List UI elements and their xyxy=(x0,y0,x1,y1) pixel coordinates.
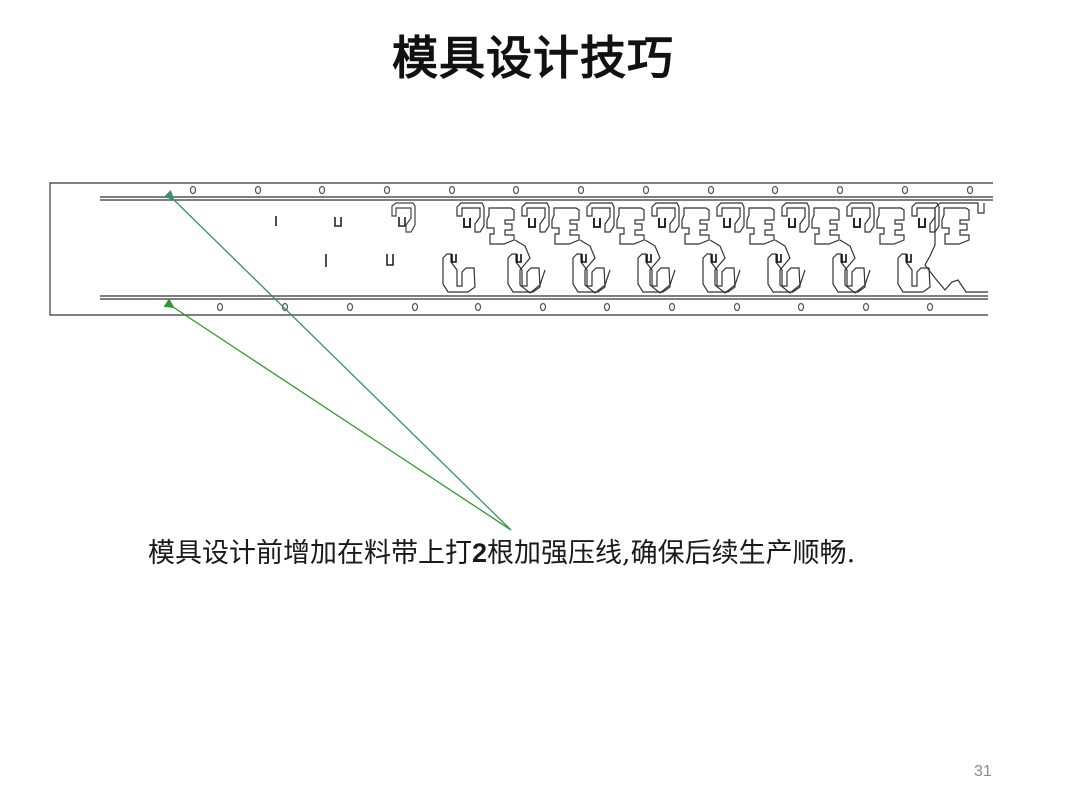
pilot-holes-bottom xyxy=(216,302,934,312)
station-3-partial xyxy=(391,202,416,233)
upper-reinforcement-line-arrow xyxy=(163,189,512,531)
caption-number: 2 xyxy=(472,538,488,568)
pilot-holes-top xyxy=(189,185,974,195)
page-number: 31 xyxy=(974,763,992,780)
caption-text-before: 模具设计前增加在料带上打 xyxy=(148,538,472,569)
slide-title: 模具设计技巧 xyxy=(392,31,674,85)
lower-reinforcement-line-arrow xyxy=(163,298,512,531)
part-stations xyxy=(442,202,988,294)
caption-text-after: 根加强压线,确保后续生产顺畅. xyxy=(487,538,856,569)
strip-outline xyxy=(49,182,993,316)
slide-caption: 模具设计前增加在料带上打2根加强压线,确保后续生产顺畅. xyxy=(148,531,855,570)
early-station-slots xyxy=(275,216,406,267)
